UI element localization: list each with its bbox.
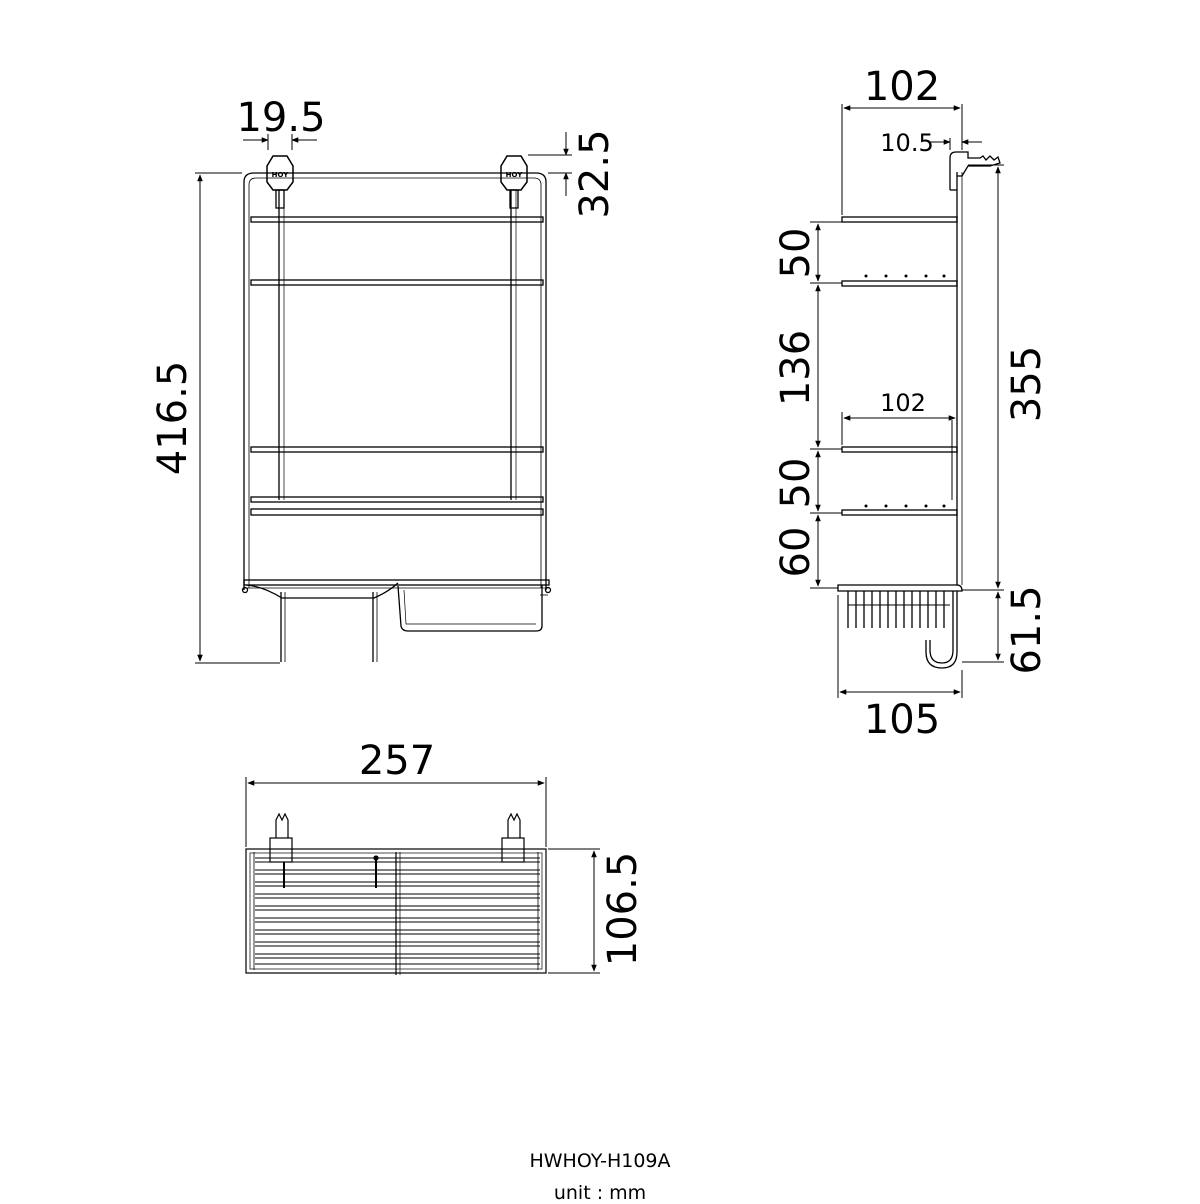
top-slats (255, 857, 540, 965)
side-shelf-4 (841, 509, 958, 516)
top-hook-right (501, 812, 525, 863)
side-dimensions (810, 104, 1004, 698)
side-bottom-rail (837, 584, 963, 592)
top-depth-label: 106.5 (600, 852, 646, 967)
front-shelf-2 (250, 279, 544, 286)
side-inner-depth-label: 102 (880, 389, 926, 417)
front-shelf-5 (250, 508, 544, 516)
front-total-height-label: 416.5 (150, 361, 196, 476)
side-hook-comb (847, 591, 945, 628)
front-hook-height-label: 32.5 (572, 129, 618, 218)
front-hook-width-label: 19.5 (236, 95, 325, 141)
front-hook-right (500, 155, 528, 209)
top-hook-left (269, 812, 293, 888)
model-number: HWHOY-H109A (529, 1150, 671, 1172)
front-frame (243, 172, 547, 590)
front-frame-inner (248, 177, 542, 588)
unit-label: unit : mm (553, 1182, 647, 1204)
side-bottom-depth-label: 105 (864, 697, 940, 743)
front-hook-left (266, 155, 294, 209)
top-view (245, 812, 547, 975)
front-shelf-1 (250, 216, 544, 223)
side-shelf-2 (841, 280, 958, 287)
side-shelf-1 (841, 216, 958, 223)
side-gap-2-label: 136 (773, 330, 819, 406)
front-shelf-4 (250, 496, 544, 503)
side-view (837, 151, 1001, 669)
side-top-hook (949, 151, 1001, 190)
front-towel-bar (397, 585, 543, 632)
logo-right: HOY (506, 171, 524, 179)
front-dimensions (195, 132, 572, 664)
side-body-height-label: 355 (1004, 346, 1050, 422)
logo-left: HOY (272, 171, 290, 179)
side-gap-3-label: 50 (773, 458, 819, 509)
front-shelf-3 (250, 446, 544, 453)
side-top-depth-label: 102 (864, 64, 940, 110)
side-j-hook (925, 591, 958, 669)
side-hook-rail-height-label: 61.5 (1004, 585, 1050, 674)
side-shelf-3 (841, 446, 958, 453)
top-dimensions (245, 777, 600, 974)
side-hook-offset-label: 10.5 (880, 129, 933, 157)
side-gap-1-label: 50 (773, 228, 819, 279)
side-gap-4-label: 60 (773, 527, 819, 578)
front-view (241, 155, 552, 662)
top-width-label: 257 (359, 738, 435, 784)
side-shelf-holes (864, 274, 946, 508)
front-bracket-left (245, 582, 399, 599)
